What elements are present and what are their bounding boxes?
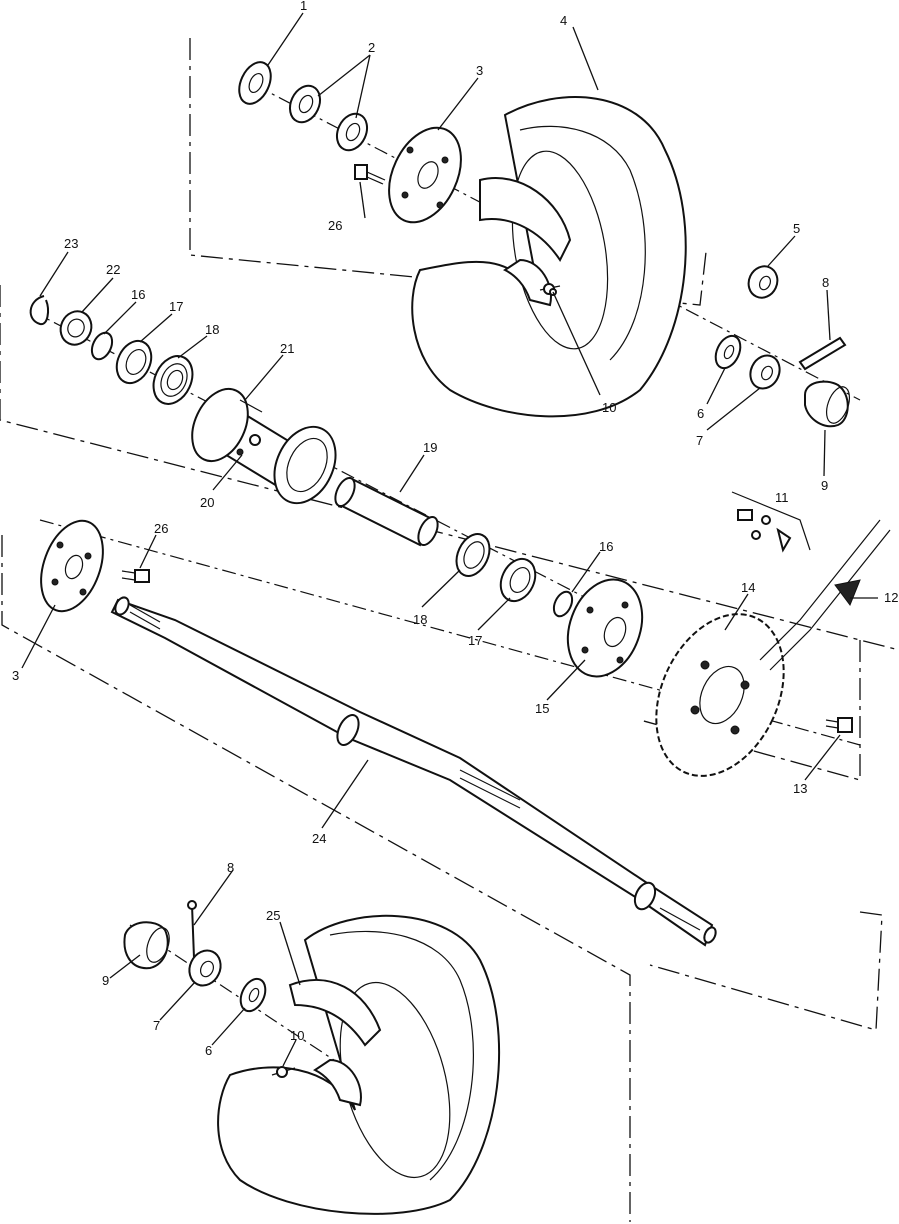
callout-6-upper: 6 [697,406,704,421]
callout-7-upper: 7 [696,433,703,448]
callout-8-lower: 8 [227,860,234,875]
hub-bearing-assembly-frame [0,285,899,651]
callout-11: 11 [775,490,789,505]
callout-labels: 1 2 3 4 5 8 26 23 22 16 17 18 21 10 6 7 … [12,0,898,1058]
valve-stem-part-10-lower [271,1066,296,1078]
callout-13: 13 [793,781,807,796]
callout-17-upper: 17 [169,299,183,314]
callout-1: 1 [300,0,307,13]
seal-part-22 [59,310,93,346]
callout-10-lower: 10 [290,1028,304,1043]
ring-part-16-lower [552,590,574,618]
callout-21: 21 [280,341,294,356]
nut-part-2-a [288,84,322,124]
axle-sprocket-assembly-frame [1,535,631,1222]
callout-2: 2 [368,40,375,55]
spacer-tube-part-19 [334,476,439,547]
cotter-pin-part-8-lower [187,900,197,959]
hub-cap-part-9-upper [804,380,851,428]
seal-part-17-lower [499,557,537,603]
callout-26-lower: 26 [154,521,168,536]
callout-6-lower: 6 [205,1043,212,1058]
bolt-part-13 [825,717,853,733]
washer-part-6-lower [239,977,267,1013]
callout-leaders [21,12,878,1067]
grease-fitting-part-20 [236,434,261,456]
callout-24: 24 [312,831,326,846]
bolt-part-26-lower [121,569,150,583]
callout-9-upper: 9 [821,478,828,493]
seal-part-17-upper [115,339,153,385]
hub-cap-part-9-lower [123,921,170,970]
callout-18-lower: 18 [413,612,427,627]
callout-3-lower: 3 [12,668,19,683]
callout-16-lower: 16 [599,539,613,554]
nut-part-2-b [335,112,369,152]
washer-part-6-upper [714,334,742,370]
chain-part-12 [759,519,891,671]
snap-ring-part-23 [29,295,49,326]
callout-4: 4 [560,13,567,28]
hub-flange-part-3-upper [388,126,462,224]
callout-19: 19 [423,440,437,455]
callout-22: 22 [106,262,120,277]
callout-17-lower: 17 [468,633,482,648]
castle-nut-part-5 [747,265,779,299]
callout-16-upper: 16 [131,287,145,302]
bearing-part-18-upper [152,355,194,405]
washer-part-1 [238,61,272,105]
callout-9-lower: 9 [102,973,109,988]
callout-14: 14 [741,580,755,595]
axle-end-frame [649,911,883,1031]
hub-axis-line [29,309,591,601]
hub-flange-part-3-lower [40,519,104,613]
callout-8-upper: 8 [822,275,829,290]
sprocket-part-14 [655,613,785,777]
callout-15: 15 [535,701,549,716]
callout-10-upper: 10 [602,400,616,415]
bearing-part-18-lower [455,533,491,577]
bolt-part-26-upper [354,164,386,185]
callout-5: 5 [793,221,800,236]
castle-nut-part-7-upper [749,354,781,390]
sprocket-hub-part-15 [566,578,644,678]
master-link-part-11 [731,491,811,553]
callout-26-upper: 26 [328,218,342,233]
tire-part-25-lower [217,914,501,1215]
callout-20: 20 [200,495,214,510]
cotter-pin-part-8-upper [798,336,847,371]
hub-housing-part-21 [191,387,337,505]
axle-part-24 [110,596,717,947]
ring-part-16-upper [90,331,114,361]
callout-18-upper: 18 [205,322,219,337]
tire-part-4-upper [411,96,687,418]
sprocket-frame [639,640,861,781]
castle-nut-part-7-lower [188,949,222,987]
callout-12: 12 [884,590,898,605]
callout-7-lower: 7 [153,1018,160,1033]
lower-axis-line [129,924,471,1151]
callout-25: 25 [266,908,280,923]
callout-3-upper: 3 [476,63,483,78]
callout-23: 23 [64,236,78,251]
